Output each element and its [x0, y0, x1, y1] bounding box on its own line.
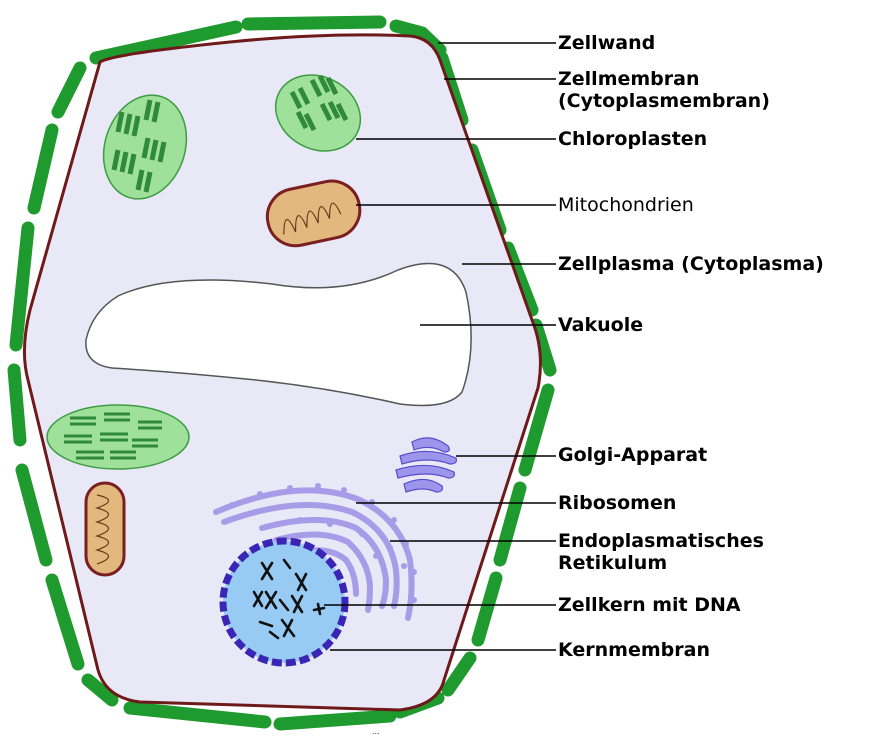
chloroplast-3 — [46, 404, 190, 470]
label-mitochondrien: Mitochondrien — [558, 194, 694, 216]
vacuole — [85, 262, 472, 407]
mitochondrion-1 — [265, 179, 362, 248]
ribosomes — [229, 483, 417, 603]
chloroplast-2 — [274, 74, 362, 152]
label-ribosomen: Ribosomen — [558, 492, 677, 514]
golgi-apparatus — [395, 437, 457, 493]
image-credit: ... — [372, 726, 380, 736]
label-er-sub: Retikulum — [558, 552, 668, 574]
label-golgi-apparat: Golgi-Apparat — [558, 444, 708, 466]
label-vakuole: Vakuole — [558, 314, 644, 336]
label-zellwand: Zellwand — [558, 32, 656, 54]
nucleus — [219, 537, 349, 667]
mitochondrion-2 — [84, 481, 126, 577]
label-zellplasma: Zellplasma (Cytoplasma) — [558, 253, 824, 275]
nuclear-membrane — [219, 537, 349, 667]
label-chloroplasten: Chloroplasten — [558, 128, 708, 150]
chloroplast-1 — [102, 94, 188, 200]
endoplasmic-reticulum — [213, 487, 415, 621]
label-zellmembran: Zellmembran — [558, 68, 700, 90]
label-kernmembran: Kernmembran — [558, 639, 710, 661]
label-zellkern: Zellkern mit DNA — [558, 594, 741, 616]
label-zellmembran-sub: (Cytoplasmembran) — [558, 90, 770, 112]
leader-lines — [324, 42, 556, 651]
label-er: Endoplasmatisches — [558, 530, 764, 552]
chromosomes — [252, 558, 326, 640]
